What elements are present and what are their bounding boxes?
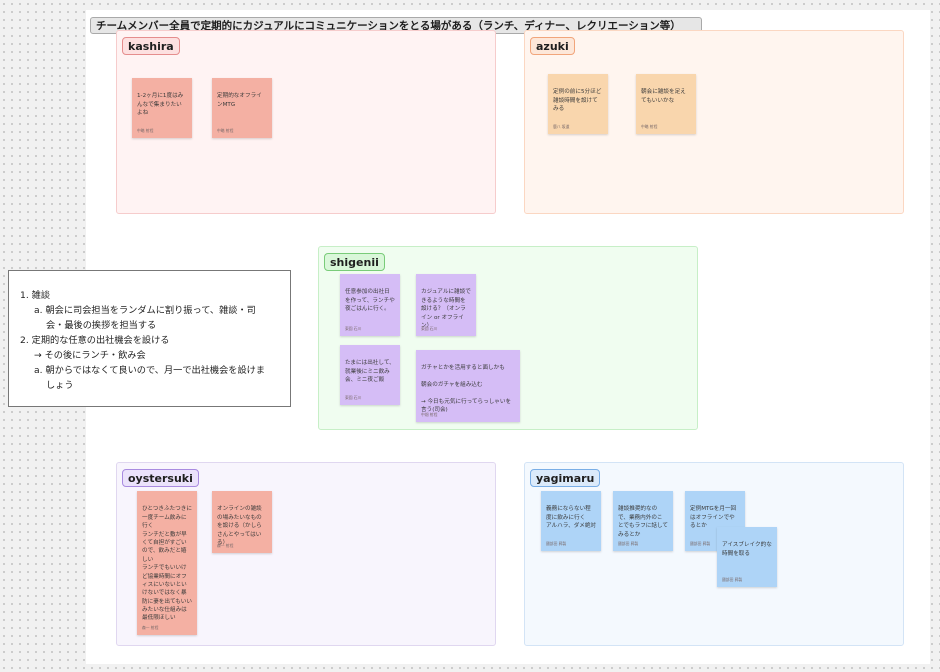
sticky-note[interactable]: 定例MTGを月一回はオフラインでやるとか 國部田 昇製 <box>685 491 745 551</box>
section-yagimaru[interactable]: yagimaru 義務にならない程度に飲みに行く アルハラ、ダメ絶対 國部田 昇… <box>524 462 904 646</box>
section-azuki[interactable]: azuki 定例の前に5分ほど雑談時間を設けてみる 鹿八 坂道 朝会に雑談を足え… <box>524 30 904 214</box>
sticky-note-author: 東園 石川 <box>345 326 362 332</box>
sticky-note[interactable]: 朝会に雑談を足えてもいいかな 中略 射程 <box>636 74 696 134</box>
sticky-note-author: 中略 射程 <box>217 128 234 134</box>
sticky-note[interactable]: カジュアルに雑談できるような時間を設ける？（オンライン or オフライン） 東園… <box>416 274 476 336</box>
sticky-note[interactable]: 1-2ヶ月に1度はみんなで集まりたいよね 中略 射程 <box>132 78 192 138</box>
section-label-yagimaru[interactable]: yagimaru <box>530 469 601 487</box>
sticky-note-author: 國部田 昇製 <box>722 577 743 583</box>
sticky-note-author: 森一 射程 <box>142 625 159 631</box>
sticky-note-author: 中略 射程 <box>137 128 154 134</box>
sticky-note[interactable]: アイスブレイク的な時間を取る 國部田 昇製 <box>717 527 777 587</box>
section-label-azuki[interactable]: azuki <box>530 37 575 55</box>
sticky-note[interactable]: 義務にならない程度に飲みに行く アルハラ、ダメ絶対 國部田 昇製 <box>541 491 601 551</box>
sticky-note[interactable]: ひとつきふたつきに一度チーム飲みに行く ランチだと敷が早くて自担がすごいので、飲… <box>137 491 197 635</box>
notes-line: → その後にランチ・飲み会 <box>34 350 146 361</box>
sticky-note-text: カジュアルに雑談できるような時間を設ける？（オンライン or オフライン） <box>421 289 471 329</box>
sticky-note-author: 中略 射程 <box>641 124 658 130</box>
sticky-note[interactable]: たまには出社して、就業後にミニ飲み会、ミニ夜ご飯 東園 石川 <box>340 345 400 405</box>
sticky-note-text: アイスブレイク的な時間を取る <box>722 542 772 557</box>
sticky-note[interactable]: 定例の前に5分ほど雑談時間を設けてみる 鹿八 坂道 <box>548 74 608 134</box>
sticky-note-author: 中畑 射程 <box>421 412 438 418</box>
section-label-kashira[interactable]: kashira <box>122 37 180 55</box>
sticky-note[interactable]: オンラインの雑談の場みたいなものを設ける（かしらさんとやってはいる） 森一 射程 <box>212 491 272 553</box>
sticky-note-text: 雑談推奨的なので、業務内外のことでもラフに話してみるとか <box>618 506 669 538</box>
sticky-note-text: 定例の前に5分ほど雑談時間を設けてみる <box>553 89 602 113</box>
sticky-note[interactable]: 任意参加の出社日を作って、ランチや夜ごはんに行く。 東園 石川 <box>340 274 400 336</box>
section-label-shigenii[interactable]: shigenii <box>324 253 385 271</box>
sticky-note-text: 朝会に雑談を足えてもいいかな <box>641 89 686 104</box>
sticky-note-text: 任意参加の出社日を作って、ランチや夜ごはんに行く。 <box>345 289 395 313</box>
notes-line: a. 朝からではなくて良いので、月一で出社機会を設けま <box>34 365 266 376</box>
notes-line: a. 朝会に司会担当をランダムに割り振って、雑談・司 <box>34 305 256 316</box>
section-kashira[interactable]: kashira 1-2ヶ月に1度はみんなで集まりたいよね 中略 射程 定期的なオ… <box>116 30 496 214</box>
notes-line: しょう <box>46 380 74 391</box>
sticky-note-text: ひとつきふたつきに一度チーム飲みに行く ランチだと敷が早くて自担がすごいので、飲… <box>142 506 192 622</box>
sticky-note-author: 國部田 昇製 <box>690 541 711 547</box>
sticky-note-text: 定期的なオフラインMTG <box>217 93 262 108</box>
sticky-note-text: 義務にならない程度に飲みに行く アルハラ、ダメ絶対 <box>546 506 597 530</box>
sticky-note-text: たまには出社して、就業後にミニ飲み会、ミニ夜ご飯 <box>345 360 395 384</box>
sticky-note-author: 森一 射程 <box>217 543 234 549</box>
sticky-note-text: オンラインの雑談の場みたいなものを設ける（かしらさんとやってはいる） <box>217 506 262 546</box>
sticky-note-author: 國部田 昇製 <box>546 541 567 547</box>
sticky-note-text: 1-2ヶ月に1度はみんなで集まりたいよね <box>137 93 184 117</box>
sticky-note-author: 國部田 昇製 <box>618 541 639 547</box>
section-oystersuki[interactable]: oystersuki ひとつきふたつきに一度チーム飲みに行く ランチだと敷が早く… <box>116 462 496 646</box>
sticky-note-author: 東園 石川 <box>421 326 438 332</box>
notes-text-box[interactable]: 1. 雑談 a. 朝会に司会担当をランダムに割り振って、雑談・司 会・最後の挨拶… <box>8 270 291 407</box>
sticky-note-text: ガチャとかを活用すると面しかも 朝会のガチャを組み込む → 今日も元気に行ってら… <box>421 365 512 414</box>
notes-line: 1. 雑談 <box>20 290 51 301</box>
sticky-note[interactable]: 定期的なオフラインMTG 中略 射程 <box>212 78 272 138</box>
notes-line: 会・最後の挨拶を担当する <box>46 320 157 331</box>
sticky-note-author: 東園 石川 <box>345 395 362 401</box>
sticky-note-author: 鹿八 坂道 <box>553 124 570 130</box>
notes-line: 2. 定期的な任意の出社機会を設ける <box>20 335 170 346</box>
section-label-oystersuki[interactable]: oystersuki <box>122 469 199 487</box>
sticky-note[interactable]: ガチャとかを活用すると面しかも 朝会のガチャを組み込む → 今日も元気に行ってら… <box>416 350 520 422</box>
section-shigenii[interactable]: shigenii 任意参加の出社日を作って、ランチや夜ごはんに行く。 東園 石川… <box>318 246 698 430</box>
sticky-note[interactable]: 雑談推奨的なので、業務内外のことでもラフに話してみるとか 國部田 昇製 <box>613 491 673 551</box>
sticky-note-text: 定例MTGを月一回はオフラインでやるとか <box>690 506 737 530</box>
